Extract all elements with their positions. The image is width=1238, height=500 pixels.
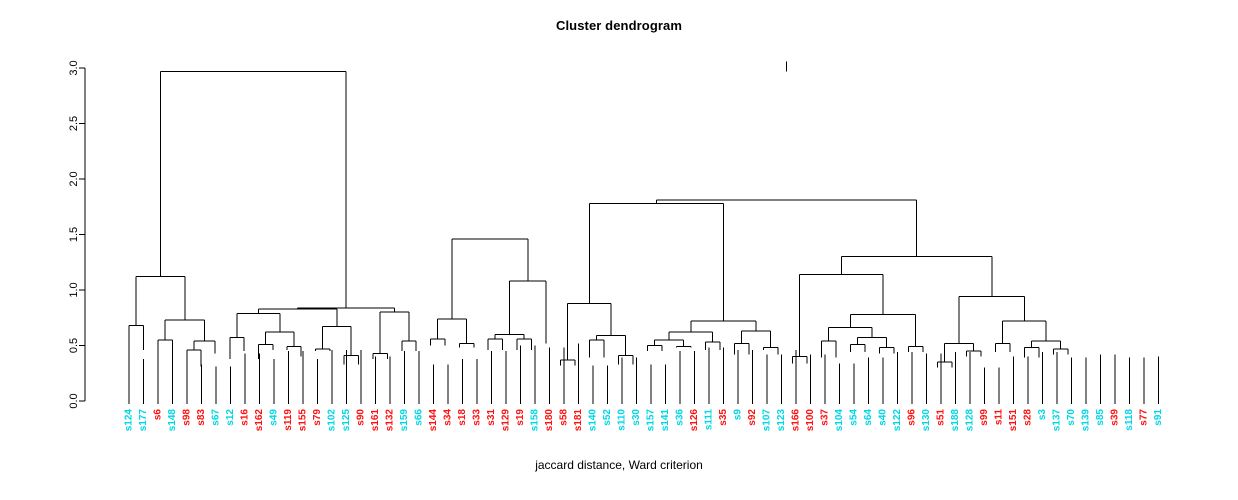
leaf-label[interactable]: s144: [428, 409, 439, 432]
leaf-label[interactable]: s18: [457, 409, 468, 426]
leaf-label[interactable]: s159: [399, 409, 410, 432]
leaf-label[interactable]: s92: [747, 409, 758, 426]
leaf-label[interactable]: s16: [240, 409, 251, 426]
leaf-label[interactable]: s157: [646, 409, 657, 432]
leaf-label[interactable]: s39: [1110, 409, 1121, 426]
page-title: Cluster dendrogram: [555, 18, 683, 33]
leaf-label[interactable]: s111: [704, 409, 715, 431]
y-axis-tick-label: 2.0: [68, 171, 80, 186]
leaf-label[interactable]: s180: [544, 409, 555, 432]
leaf-label[interactable]: s161: [370, 409, 381, 432]
leaf-label[interactable]: s155: [298, 409, 309, 432]
leaf-label[interactable]: s36: [675, 409, 686, 426]
leaf-label[interactable]: s102: [327, 409, 338, 432]
leaf-label[interactable]: s52: [602, 409, 613, 426]
leaf-label[interactable]: s12: [225, 409, 236, 426]
leaf-label[interactable]: s98: [182, 409, 193, 426]
leaf-label[interactable]: s79: [312, 409, 323, 426]
leaf-label[interactable]: s31: [486, 409, 497, 426]
y-axis: 0.0 0.5 1.0 1.5 2.0 2.5 3.0: [68, 60, 86, 409]
leaf-label[interactable]: s188: [950, 409, 961, 432]
leaf-label[interactable]: s83: [196, 409, 207, 426]
leaf-label[interactable]: s104: [834, 409, 845, 432]
leaf-label[interactable]: s37: [820, 409, 831, 426]
leaf-label[interactable]: s40: [878, 409, 889, 426]
leaf-label[interactable]: s91: [1153, 409, 1164, 426]
leaf-label[interactable]: s3: [1037, 409, 1048, 421]
leaf-label[interactable]: s54: [849, 409, 860, 426]
leaf-label[interactable]: s11: [994, 409, 1005, 426]
leaf-label[interactable]: s6: [153, 409, 164, 421]
leaf-label[interactable]: s130: [921, 409, 932, 432]
leaf-label[interactable]: s49: [269, 409, 280, 426]
leaf-label[interactable]: s140: [588, 409, 599, 432]
leaf-label[interactable]: s119: [283, 409, 294, 431]
leaf-label[interactable]: s148: [167, 409, 178, 432]
leaf-label[interactable]: s99: [979, 409, 990, 426]
dendrogram-tree: [128, 61, 1159, 401]
leaf-label[interactable]: s124: [124, 409, 135, 432]
x-axis-label: jaccard distance, Ward criterion: [535, 458, 703, 472]
leaf-label[interactable]: s58: [559, 409, 570, 426]
leaf-label[interactable]: s33: [472, 409, 483, 426]
y-axis-tick-label: 0.5: [68, 338, 80, 353]
leaf-label[interactable]: s70: [1066, 409, 1077, 426]
leaf-label[interactable]: s128: [965, 409, 976, 432]
leaf-label[interactable]: s126: [689, 409, 700, 432]
leaf-label[interactable]: s137: [1052, 409, 1063, 432]
y-axis-tick-label: 1.0: [68, 282, 80, 297]
leaf-label[interactable]: s158: [530, 409, 541, 432]
leaf-label[interactable]: s118: [1124, 409, 1135, 431]
leaf-label[interactable]: s96: [907, 409, 918, 426]
leaf-label[interactable]: s90: [356, 409, 367, 426]
leaf-label[interactable]: s35: [718, 409, 729, 426]
leaf-label[interactable]: s151: [1008, 409, 1019, 432]
y-axis-tick-label: 0.0: [68, 393, 80, 408]
leaf-label[interactable]: s139: [1081, 409, 1092, 432]
leaf-label[interactable]: s28: [1023, 409, 1034, 426]
leaf-label[interactable]: s100: [805, 409, 816, 432]
leaf-label[interactable]: s85: [1095, 409, 1106, 426]
leaf-label[interactable]: s162: [254, 409, 265, 432]
leaf-label[interactable]: s166: [791, 409, 802, 432]
y-axis-tick-label: 2.5: [68, 116, 80, 131]
leaf-label[interactable]: s181: [573, 409, 584, 432]
leaf-label[interactable]: s64: [863, 409, 874, 426]
leaf-label[interactable]: s19: [515, 409, 526, 426]
leaf-label[interactable]: s30: [631, 409, 642, 426]
leaf-label[interactable]: s122: [892, 409, 903, 432]
leaf-label[interactable]: s132: [385, 409, 396, 432]
leaf-label[interactable]: s177: [138, 409, 149, 432]
y-axis-tick-label: 3.0: [68, 60, 80, 75]
y-axis-tick-label: 1.5: [68, 227, 80, 242]
leaf-label[interactable]: s125: [341, 409, 352, 432]
leaf-label[interactable]: s9: [733, 409, 744, 421]
leaf-label[interactable]: s66: [414, 409, 425, 426]
leaf-label[interactable]: s67: [211, 409, 222, 426]
leaf-label[interactable]: s129: [501, 409, 512, 432]
leaf-label[interactable]: s51: [936, 409, 947, 426]
leaf-label[interactable]: s34: [443, 409, 454, 426]
leaf-label[interactable]: s107: [762, 409, 773, 432]
leaf-label[interactable]: s141: [660, 409, 671, 432]
leaf-label[interactable]: s110: [617, 409, 628, 431]
leaf-label[interactable]: s123: [776, 409, 787, 432]
leaf-label[interactable]: s77: [1139, 409, 1150, 426]
